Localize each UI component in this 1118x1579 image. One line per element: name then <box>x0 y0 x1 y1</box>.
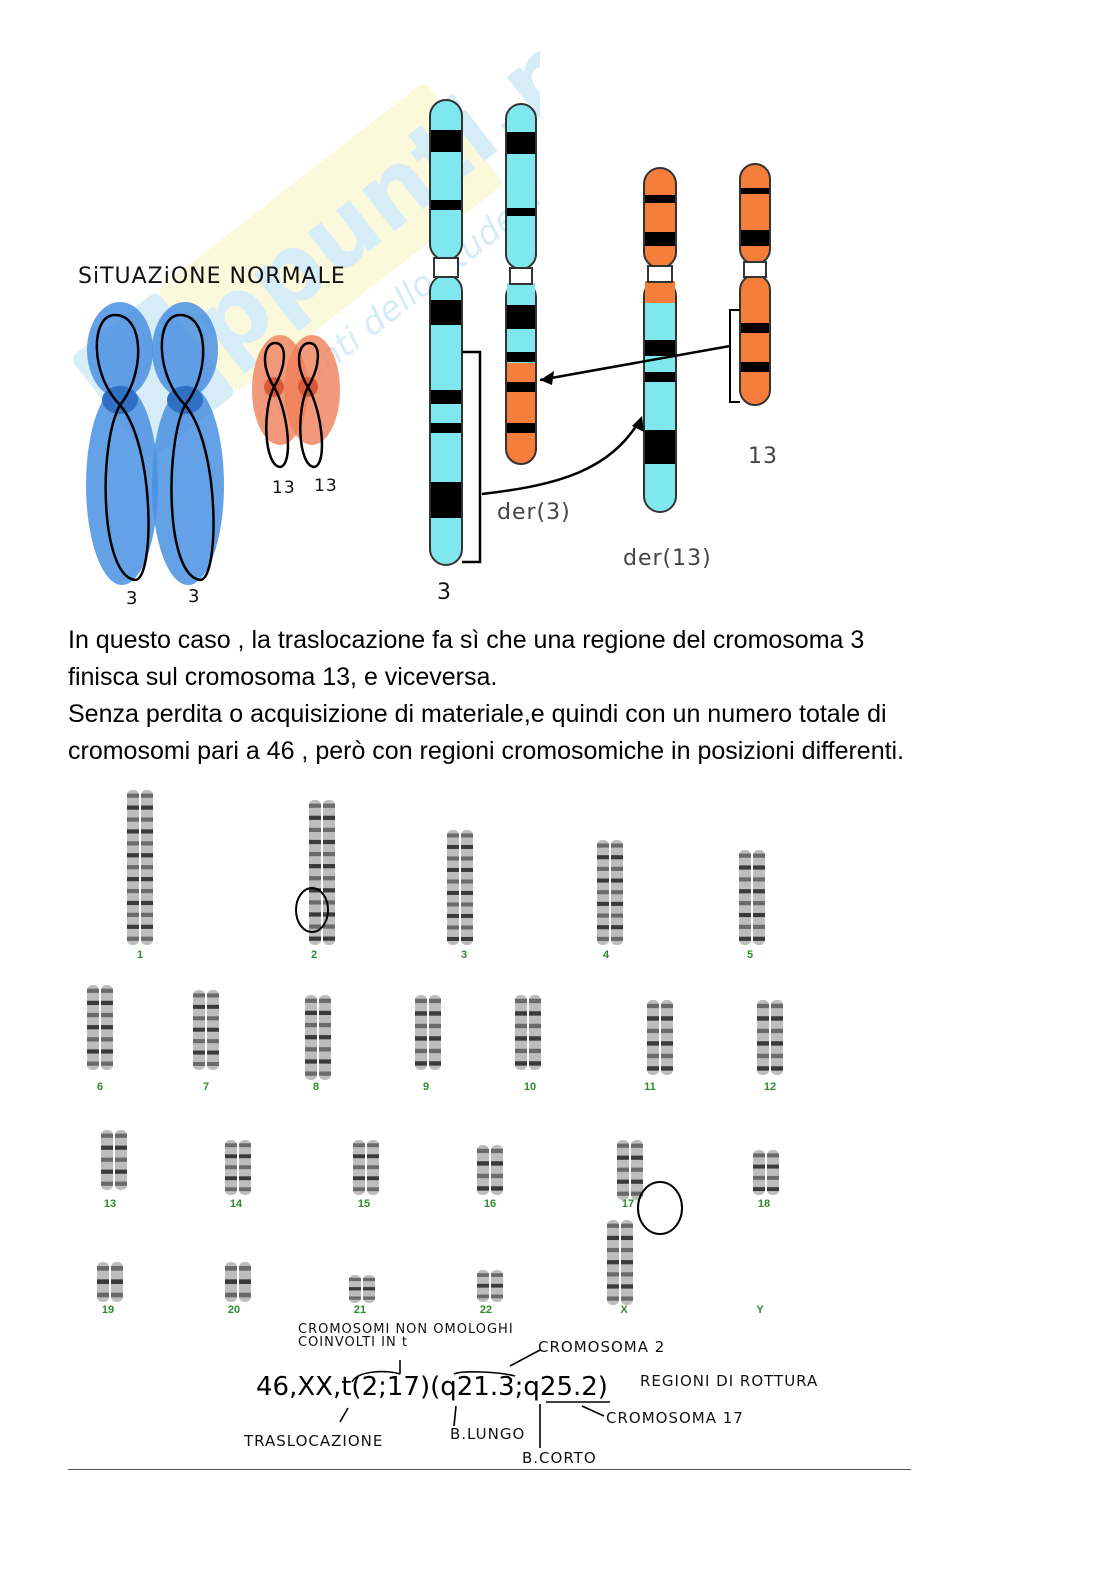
karyotype-label-12: 12 <box>763 1081 777 1093</box>
karyotype-label-22: 22 <box>479 1304 493 1316</box>
karyotype-pair-10 <box>515 995 541 1070</box>
formula-annotations <box>339 1349 610 1448</box>
karyotype-pair-13 <box>101 1130 127 1190</box>
arrow-3-to-der13 <box>481 419 642 496</box>
chromosome-der3-bands <box>507 132 535 433</box>
karyotype-label-5: 5 <box>746 949 754 961</box>
note-breakpoint-regions: REGIONI DI ROTTURA <box>640 1372 819 1390</box>
karyotype-label-1: 1 <box>136 949 144 961</box>
normal-situation-title: SiTUAZiONE NORMALE <box>78 264 346 289</box>
karyotype-pair-22 <box>477 1270 503 1302</box>
chromosome-der13-bands <box>645 195 675 464</box>
karyotype-label-3: 3 <box>460 949 468 961</box>
chr13-bracket <box>729 309 740 403</box>
note-non-homologous-text: CROMOSOMI NON OMOLOGHI COINVOLTI IN t <box>298 1322 514 1350</box>
karyotype-label-21: 21 <box>353 1304 367 1316</box>
label-der13: der(13) <box>623 546 712 571</box>
karyotype-pair-16 <box>477 1145 503 1195</box>
arrowhead-der3 <box>540 371 554 385</box>
label-chr13: 13 <box>748 444 778 469</box>
karyotype-label-Y: Y <box>756 1304 764 1316</box>
karyotype-label-18: 18 <box>757 1198 771 1210</box>
arrow-13-to-der3 <box>539 344 731 382</box>
label-chr3: 3 <box>437 580 452 605</box>
karyotype-pair-7 <box>193 990 219 1070</box>
note-short-arm: B.CORTO <box>522 1449 597 1467</box>
note-translocation: TRASLOCAZIONE <box>244 1432 384 1450</box>
karyotype-label-6: 6 <box>96 1081 104 1093</box>
chromosome-3-right <box>152 302 224 585</box>
bottom-divider <box>68 1469 911 1470</box>
normal-chromosomes-drawing <box>86 302 340 585</box>
karyotype-label-17: 17 <box>621 1198 635 1210</box>
karyotype-pair-9 <box>415 995 441 1070</box>
karyotype-pair-3 <box>447 830 473 945</box>
karyotype-label-7: 7 <box>202 1081 210 1093</box>
karyotype-pair-12 <box>757 1000 783 1075</box>
karyotype-pair-X <box>607 1220 633 1305</box>
karyotype-pair-17 <box>617 1140 643 1200</box>
label-chr13-right: 13 <box>314 476 338 496</box>
karyotype-label-19: 19 <box>101 1304 115 1316</box>
chromosome-der3 <box>505 103 537 465</box>
arrowhead-der13 <box>632 416 644 432</box>
label-chr13-left: 13 <box>272 478 296 498</box>
watermark-logo: ppunti.net appunti dello studente <box>72 40 540 458</box>
karyotype-chromosomes <box>87 790 783 1305</box>
circle-chromosome-2 <box>295 887 329 933</box>
translocation-diagram <box>429 99 771 566</box>
paragraph-1-line-2: finisca sul cromosoma 13, e viceversa. <box>68 663 498 691</box>
label-chr3-left: 3 <box>126 588 139 609</box>
chr3-bracket <box>462 350 482 564</box>
karyotype-pair-14 <box>225 1140 251 1195</box>
karyotype-label-4: 4 <box>602 949 610 961</box>
karyotype-pair-1 <box>127 790 153 945</box>
karyotype-pair-4 <box>597 840 623 945</box>
karyotype-label-15: 15 <box>357 1198 371 1210</box>
karyotype-label-2: 2 <box>310 949 318 961</box>
note-chromosome-2: CROMOSOMA 2 <box>538 1338 666 1356</box>
paragraph-2-line-1: Senza perdita o acquisizione di material… <box>68 700 887 728</box>
note-long-arm: B.LUNGO <box>450 1425 526 1443</box>
karyotype-pair-6 <box>87 985 113 1070</box>
note-non-homologous: CROMOSOMI NON OMOLOGHI COINVOLTI IN t <box>298 1323 528 1349</box>
label-der3: der(3) <box>497 500 571 525</box>
karyotype-label-10: 10 <box>523 1081 537 1093</box>
chromosome-3-bands <box>431 130 461 518</box>
karyotype-label-8: 8 <box>312 1081 320 1093</box>
chromosome-13-bands <box>741 188 769 372</box>
karyotype-label-13: 13 <box>103 1198 117 1210</box>
label-chr3-right: 3 <box>188 586 201 607</box>
karyotype-pair-19 <box>97 1262 123 1302</box>
karyotype-pair-15 <box>353 1140 379 1195</box>
note-chromosome-17: CROMOSOMA 17 <box>606 1409 744 1427</box>
paragraph-2-line-2: cromosomi pari a 46 , però con regioni c… <box>68 737 905 765</box>
chromosome-13-right <box>284 335 340 469</box>
karyotype-label-11: 11 <box>644 1081 656 1093</box>
karyotype-label-9: 9 <box>422 1081 430 1093</box>
karyotype-label-16: 16 <box>483 1198 497 1210</box>
karyotype-pair-20 <box>225 1262 251 1302</box>
karyotype-pair-5 <box>739 850 765 945</box>
paragraph-1-line-1: In questo caso , la traslocazione fa sì … <box>68 626 865 654</box>
karyotype-pair-11 <box>647 1000 673 1075</box>
karyotype-pair-8 <box>305 995 331 1080</box>
karyotype-label-14: 14 <box>229 1198 243 1210</box>
circle-chromosome-17 <box>637 1181 683 1235</box>
karyotype-formula: 46,XX,t(2;17)(q21.3;q25.2) <box>256 1372 608 1402</box>
karyotype-pair-18 <box>753 1150 779 1195</box>
karyotype-label-X: X <box>620 1304 628 1316</box>
chromosome-3-left <box>86 302 158 585</box>
karyotype-label-20: 20 <box>227 1304 241 1316</box>
karyotype-image <box>70 780 850 1320</box>
karyotype-pair-21 <box>349 1275 375 1303</box>
karyotype-pair-2 <box>309 800 335 945</box>
